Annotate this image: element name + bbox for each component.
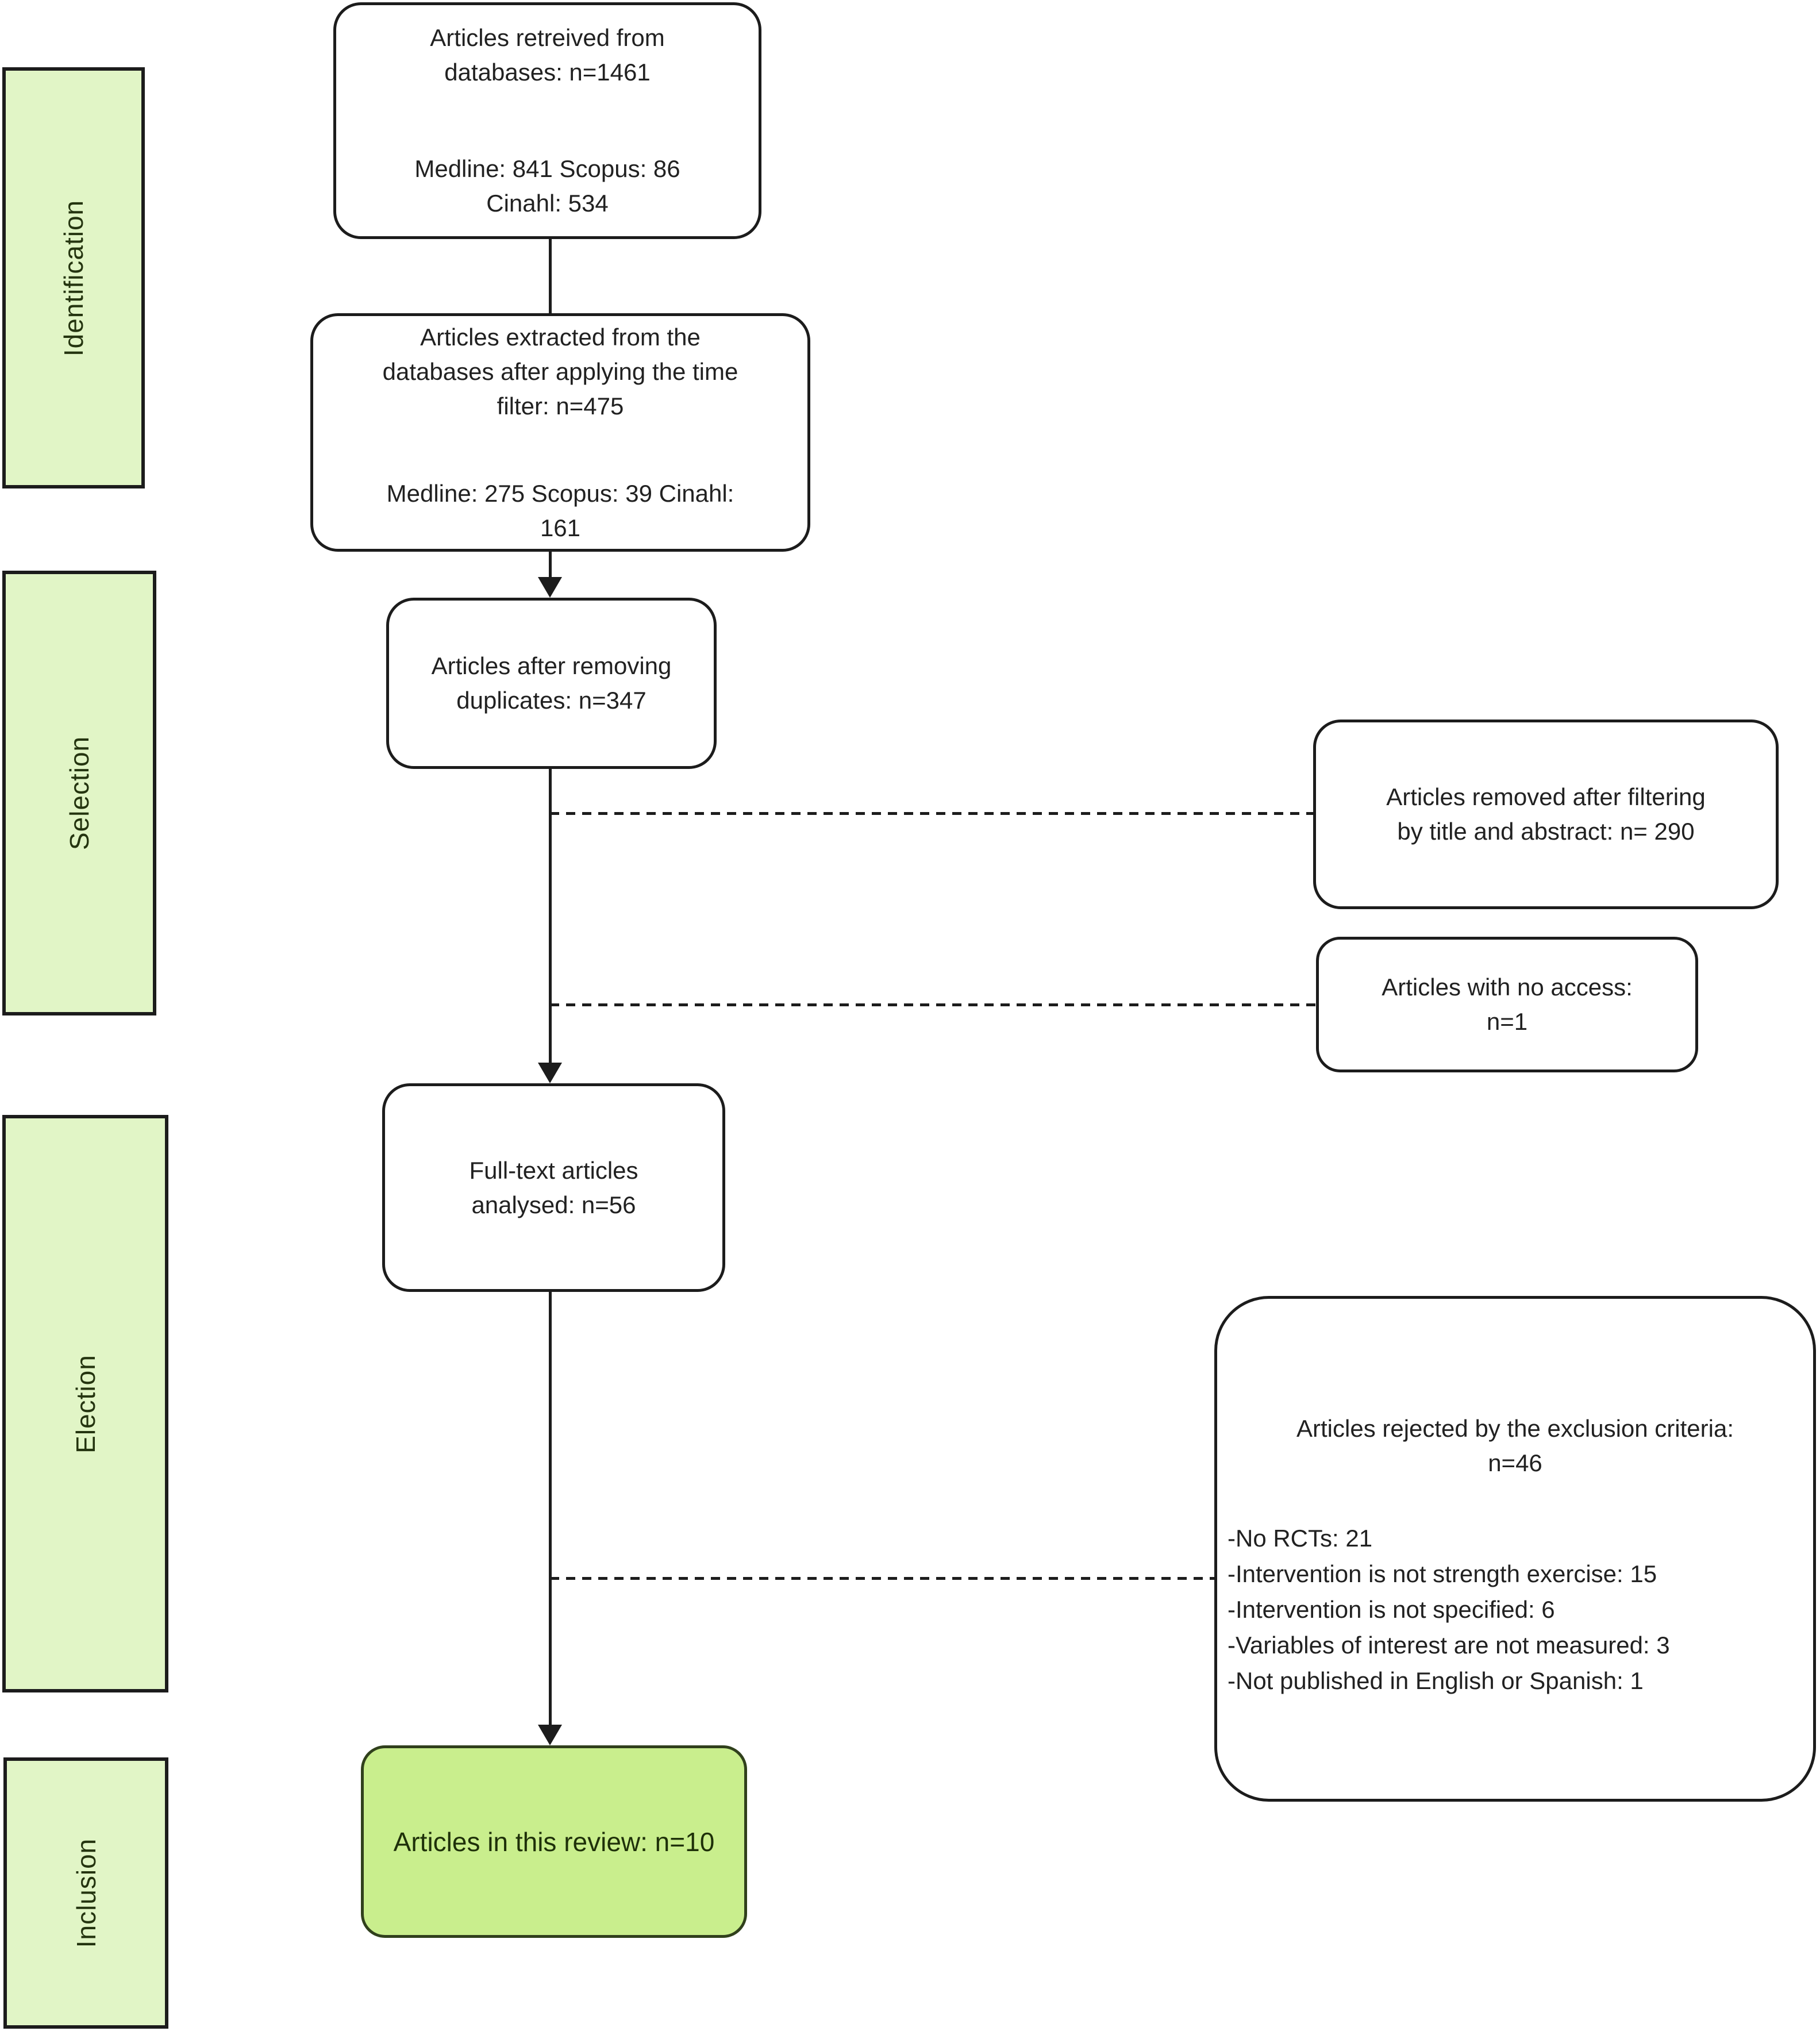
text-line: Articles extracted from the <box>420 323 701 351</box>
text-line: Cinahl: 534 <box>486 190 609 217</box>
box-time-filter: Articles extracted from the databases af… <box>310 313 810 552</box>
stage-identification-label: Identification <box>59 199 89 356</box>
text-line: Articles retreived from <box>430 24 665 51</box>
box-rejected-exclusion-criteria: Articles rejected by the exclusion crite… <box>1214 1296 1816 1802</box>
stage-selection: Selection <box>2 571 156 1015</box>
box-no-access: Articles with no access: n=1 <box>1316 937 1698 1072</box>
text-line: Articles with no access: <box>1382 974 1633 1001</box>
text-line: Articles rejected by the exclusion crite… <box>1296 1415 1734 1442</box>
text-line: Articles in this review: n=10 <box>393 1826 715 1857</box>
box-duplicates-removed-text: Articles after removing duplicates: n=34… <box>432 649 672 718</box>
box-duplicates-removed: Articles after removing duplicates: n=34… <box>386 598 717 769</box>
text-line: Medline: 275 Scopus: 39 Cinahl: <box>386 479 734 507</box>
rejection-reason-item: -Variables of interest are not measured:… <box>1228 1632 1670 1659</box>
rejection-reason-item: -Intervention is not strength exercise: … <box>1228 1560 1657 1587</box>
text-line: n=1 <box>1486 1008 1528 1035</box>
connector-fulltext-to-included <box>549 1292 552 1728</box>
rejection-reason-item: -No RCTs: 21 <box>1228 1525 1373 1552</box>
stage-selection-label: Selection <box>64 736 94 851</box>
connector-duplicates-to-fulltext <box>549 769 552 1065</box>
arrowhead-into-fulltext-icon <box>538 1063 562 1083</box>
dashed-connector-rejected <box>550 1577 1214 1580</box>
box-time-filter-heading: Articles extracted from the databases af… <box>383 320 738 424</box>
text-line: databases: n=1461 <box>444 59 651 86</box>
box-time-filter-breakdown: Medline: 275 Scopus: 39 Cinahl: 161 <box>387 476 734 545</box>
dashed-connector-removed-title-abstract <box>550 812 1313 815</box>
text-line: 161 <box>540 514 581 541</box>
box-fulltext-analysed-text: Full-text articles analysed: n=56 <box>469 1153 638 1222</box>
arrowhead-into-included-icon <box>538 1725 562 1745</box>
text-line: by title and abstract: n= 290 <box>1397 818 1695 845</box>
stage-inclusion-label: Inclusion <box>71 1838 101 1948</box>
stage-election: Election <box>2 1115 168 1692</box>
text-line: Articles after removing <box>431 652 672 679</box>
box-articles-retrieved-heading: Articles retreived from databases: n=146… <box>430 21 664 90</box>
box-no-access-text: Articles with no access: n=1 <box>1382 970 1633 1039</box>
box-articles-retrieved-breakdown: Medline: 841 Scopus: 86 Cinahl: 534 <box>414 152 680 221</box>
connector-retrieved-to-timefilter <box>549 239 552 313</box>
text-line: Full-text articles <box>469 1156 638 1184</box>
stage-election-label: Election <box>70 1354 101 1453</box>
box-fulltext-analysed: Full-text articles analysed: n=56 <box>382 1083 725 1292</box>
arrowhead-into-duplicates-icon <box>538 577 562 598</box>
box-rejected-title: Articles rejected by the exclusion crite… <box>1296 1411 1734 1480</box>
box-rejected-reason-list: -No RCTs: 21 -Intervention is not streng… <box>1228 1521 1803 1699</box>
dashed-connector-no-access <box>550 1003 1316 1006</box>
rejection-reason-item: -Intervention is not specified: 6 <box>1228 1596 1555 1623</box>
stage-identification: Identification <box>2 67 145 488</box>
box-removed-title-abstract: Articles removed after filtering by titl… <box>1313 720 1779 909</box>
connector-timefilter-to-duplicates <box>549 552 552 580</box>
text-line: filter: n=475 <box>497 392 624 420</box>
box-included-articles: Articles in this review: n=10 <box>361 1745 747 1938</box>
text-line: n=46 <box>1488 1449 1542 1476</box>
text-line: databases after applying the time <box>382 357 738 385</box>
text-line: duplicates: n=347 <box>456 687 647 714</box>
text-line: analysed: n=56 <box>471 1191 636 1218</box>
box-articles-retrieved: Articles retreived from databases: n=146… <box>333 2 761 239</box>
text-line: Articles removed after filtering <box>1386 783 1706 810</box>
text-line: Medline: 841 Scopus: 86 <box>414 155 680 182</box>
box-removed-title-abstract-text: Articles removed after filtering by titl… <box>1386 780 1706 849</box>
box-included-articles-text: Articles in this review: n=10 <box>394 1825 715 1859</box>
stage-inclusion: Inclusion <box>3 1757 168 2029</box>
rejection-reason-item: -Not published in English or Spanish: 1 <box>1228 1667 1644 1694</box>
